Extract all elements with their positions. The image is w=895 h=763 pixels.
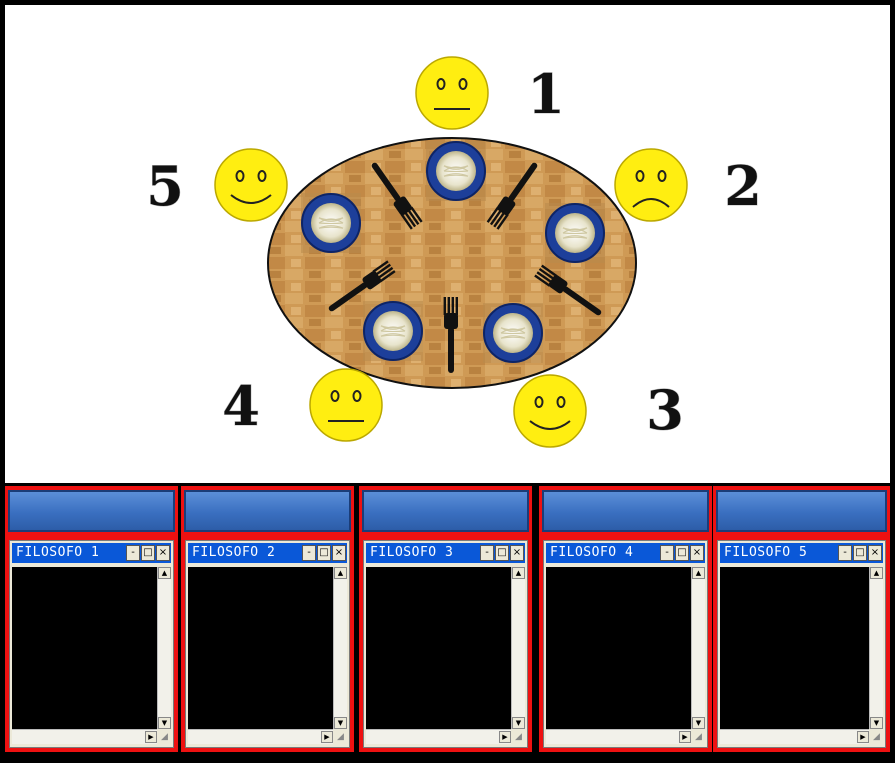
console-output-5[interactable] — [720, 567, 869, 729]
vertical-scrollbar[interactable]: ▲ ▼ — [511, 567, 525, 729]
scroll-right-icon[interactable]: ▶ — [857, 731, 869, 743]
console-title-1: FILOSOFO 1 — [16, 545, 100, 560]
resize-grip-icon[interactable]: ◢ — [695, 732, 702, 742]
philosopher-number-3: 3 — [646, 378, 684, 442]
dining-scene: 1 2 3 4 5 — [5, 5, 895, 487]
console-output-4[interactable] — [546, 567, 691, 729]
console-window-3[interactable]: FILOSOFO 3 - □ × ▲ ▼ ▶ ◢ — [363, 540, 528, 748]
scroll-up-icon[interactable]: ▲ — [870, 567, 883, 579]
dining-table-diagram: 1 2 3 4 5 — [146, 56, 762, 448]
minimize-button[interactable]: - — [660, 545, 674, 561]
scroll-right-icon[interactable]: ▶ — [679, 731, 691, 743]
console-output-3[interactable] — [366, 567, 511, 729]
scroll-down-icon[interactable]: ▼ — [870, 717, 883, 729]
close-button[interactable]: × — [690, 545, 704, 561]
fork-icon — [443, 297, 458, 373]
scroll-down-icon[interactable]: ▼ — [158, 717, 171, 729]
horizontal-scrollbar[interactable]: ▶ — [12, 729, 157, 744]
fork-icon — [486, 162, 538, 230]
philosopher-5-happy-face-icon — [214, 148, 288, 222]
panel-header-2[interactable] — [184, 490, 351, 532]
horizontal-scrollbar[interactable]: ▶ — [188, 729, 333, 744]
vertical-scrollbar[interactable]: ▲ ▼ — [157, 567, 171, 729]
scroll-down-icon[interactable]: ▼ — [334, 717, 347, 729]
fork-icon — [328, 260, 396, 312]
maximize-button[interactable]: □ — [853, 545, 867, 561]
philosopher-number-2: 2 — [724, 154, 762, 218]
philosopher-1-neutral-face-icon — [415, 56, 489, 130]
scroll-up-icon[interactable]: ▲ — [334, 567, 347, 579]
console-window-2[interactable]: FILOSOFO 2 - □ × ▲ ▼ ▶ ◢ — [185, 540, 350, 748]
close-button[interactable]: × — [156, 545, 170, 561]
scroll-right-icon[interactable]: ▶ — [499, 731, 511, 743]
horizontal-scrollbar[interactable]: ▶ — [546, 729, 691, 744]
philosopher-number-4: 4 — [222, 374, 260, 438]
maximize-button[interactable]: □ — [317, 545, 331, 561]
maximize-button[interactable]: □ — [495, 545, 509, 561]
philosopher-panel-2: FILOSOFO 2 - □ × ▲ ▼ ▶ ◢ — [181, 486, 354, 752]
console-titlebar-3[interactable]: FILOSOFO 3 - □ × — [366, 543, 525, 563]
console-titlebar-2[interactable]: FILOSOFO 2 - □ × — [188, 543, 347, 563]
minimize-button[interactable]: - — [126, 545, 140, 561]
panel-header-1[interactable] — [8, 490, 175, 532]
panel-header-4[interactable] — [542, 490, 709, 532]
scroll-up-icon[interactable]: ▲ — [692, 567, 705, 579]
plate-icon — [545, 203, 605, 263]
scroll-right-icon[interactable]: ▶ — [321, 731, 333, 743]
scroll-up-icon[interactable]: ▲ — [158, 567, 171, 579]
minimize-button[interactable]: - — [838, 545, 852, 561]
fork-icon — [534, 264, 602, 316]
plate-icon — [426, 141, 486, 201]
philosopher-number-5: 5 — [146, 154, 184, 218]
philosopher-4-neutral-face-icon — [309, 368, 383, 442]
vertical-scrollbar[interactable]: ▲ ▼ — [869, 567, 883, 729]
scroll-down-icon[interactable]: ▼ — [512, 717, 525, 729]
console-title-4: FILOSOFO 4 — [550, 545, 634, 560]
console-title-5: FILOSOFO 5 — [724, 545, 808, 560]
scroll-down-icon[interactable]: ▼ — [692, 717, 705, 729]
philosopher-panel-3: FILOSOFO 3 - □ × ▲ ▼ ▶ ◢ — [359, 486, 532, 752]
horizontal-scrollbar[interactable]: ▶ — [720, 729, 869, 744]
console-panels: FILOSOFO 1 - □ × ▲ ▼ ▶ ◢ FILOSOFO 2 — [5, 486, 890, 758]
philosopher-number-1: 1 — [527, 62, 565, 126]
console-window-5[interactable]: FILOSOFO 5 - □ × ▲ ▼ ▶ ◢ — [717, 540, 886, 748]
console-window-1[interactable]: FILOSOFO 1 - □ × ▲ ▼ ▶ ◢ — [9, 540, 174, 748]
vertical-scrollbar[interactable]: ▲ ▼ — [691, 567, 705, 729]
scroll-up-icon[interactable]: ▲ — [512, 567, 525, 579]
minimize-button[interactable]: - — [302, 545, 316, 561]
close-button[interactable]: × — [510, 545, 524, 561]
resize-grip-icon[interactable]: ◢ — [161, 732, 168, 742]
close-button[interactable]: × — [868, 545, 882, 561]
console-window-4[interactable]: FILOSOFO 4 - □ × ▲ ▼ ▶ ◢ — [543, 540, 708, 748]
plate-icon — [363, 301, 423, 361]
philosopher-2-sad-face-icon — [614, 148, 688, 222]
console-output-1[interactable] — [12, 567, 157, 729]
panel-header-3[interactable] — [362, 490, 529, 532]
console-title-3: FILOSOFO 3 — [370, 545, 454, 560]
console-title-2: FILOSOFO 2 — [192, 545, 276, 560]
console-titlebar-5[interactable]: FILOSOFO 5 - □ × — [720, 543, 883, 563]
philosopher-panel-5: FILOSOFO 5 - □ × ▲ ▼ ▶ ◢ — [713, 486, 890, 752]
horizontal-scrollbar[interactable]: ▶ — [366, 729, 511, 744]
maximize-button[interactable]: □ — [675, 545, 689, 561]
close-button[interactable]: × — [332, 545, 346, 561]
philosopher-3-happy-face-icon — [513, 374, 587, 448]
vertical-scrollbar[interactable]: ▲ ▼ — [333, 567, 347, 729]
plate-icon — [301, 193, 361, 253]
resize-grip-icon[interactable]: ◢ — [515, 732, 522, 742]
fork-icon — [371, 162, 423, 230]
philosopher-panel-4: FILOSOFO 4 - □ × ▲ ▼ ▶ ◢ — [539, 486, 712, 752]
maximize-button[interactable]: □ — [141, 545, 155, 561]
resize-grip-icon[interactable]: ◢ — [873, 732, 880, 742]
philosopher-panel-1: FILOSOFO 1 - □ × ▲ ▼ ▶ ◢ — [5, 486, 178, 752]
plate-icon — [483, 303, 543, 363]
minimize-button[interactable]: - — [480, 545, 494, 561]
console-output-2[interactable] — [188, 567, 333, 729]
console-titlebar-1[interactable]: FILOSOFO 1 - □ × — [12, 543, 171, 563]
scroll-right-icon[interactable]: ▶ — [145, 731, 157, 743]
panel-header-5[interactable] — [716, 490, 887, 532]
console-titlebar-4[interactable]: FILOSOFO 4 - □ × — [546, 543, 705, 563]
resize-grip-icon[interactable]: ◢ — [337, 732, 344, 742]
